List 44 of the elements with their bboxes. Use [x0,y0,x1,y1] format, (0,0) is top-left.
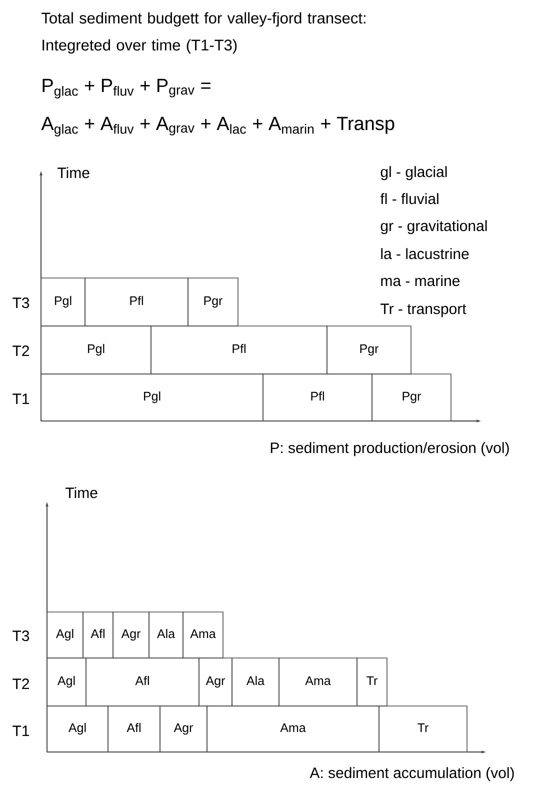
time-bar-segment: Pgr [372,374,452,422]
time-bar-segment: Afl [82,612,114,658]
label: ma - marine [381,275,460,286]
time-bar-segment: Pgl [40,326,152,374]
time-bar-segment: Tr [356,658,388,706]
label: A: sediment accumulation (vol) [310,767,514,782]
time-bar-segment: Pfl [84,278,188,326]
time-bar-segment: Agr [198,658,232,706]
label: gr - gravitational [380,220,487,234]
label: Time [66,487,98,498]
time-bar-segment: Pfl [262,374,372,422]
equation: P$_{glac}$ + P$_{fluv}$ + P$_{grav}$ = [42,78,210,98]
label: T1 [12,726,30,736]
label: T1 [12,394,30,404]
label: T2 [12,346,29,356]
title: Total sediment budgett for valley-fjord transect: Integreted over time (T1-T3) [42,12,366,54]
time-bar-segment: Agl [46,706,108,752]
time-bar-segment: Pfl [150,326,328,374]
label: T3 [12,298,30,308]
time-bar-segment: Agl [46,658,86,706]
time-bar-segment: Ala [148,612,184,658]
time-bar-segment: Afl [108,706,160,752]
time-bar-segment: Pgr [188,278,238,326]
time-bar-segment: Pgr [326,326,412,374]
time-bar-segment: Ama [206,706,380,752]
time-bar-segment: Pgl [40,374,264,422]
time-bar-segment: Tr [378,706,468,752]
label: Time [58,167,90,178]
time-bar-segment: Ala [232,658,280,706]
label: Tr - transport [380,304,466,318]
label: fl - fluvial [380,193,438,204]
time-bar-segment: Ama [278,658,358,706]
label: T2 [12,678,29,689]
equation: A$_{glac}$ + A$_{fluv}$ + A$_{grav}$ + A$_{lac}$ + A$_{marin}$ + Transp [41,116,394,136]
label: gl - glacial [380,166,447,180]
label: la - lacustrine [381,248,469,260]
time-bar-segment: Agl [46,612,84,658]
time-bar-segment: Afl [86,658,200,706]
label: P: sediment production/erosion (vol) [270,442,509,456]
time-bar-segment: Agr [112,612,150,658]
time-bar-segment: Agr [160,706,208,752]
time-bar-segment: Ama [182,612,224,658]
label: T3 [12,630,30,642]
time-bar-segment: Pgl [40,278,86,326]
